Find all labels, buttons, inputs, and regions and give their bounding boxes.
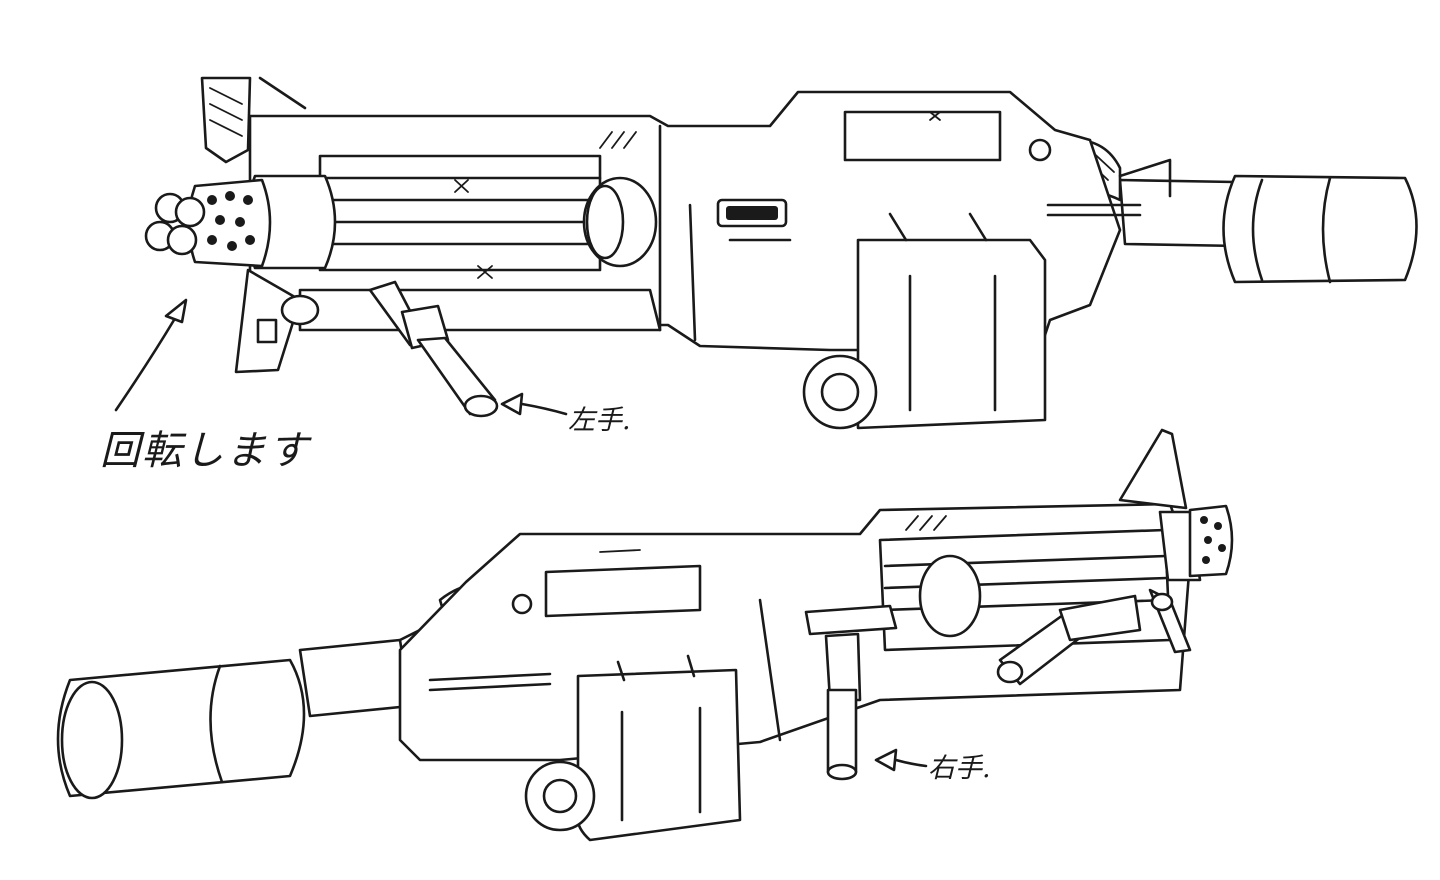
bottom-magazine <box>524 654 742 842</box>
top-left-grip <box>368 280 499 418</box>
sling-strap <box>200 76 307 164</box>
bottom-right-grip <box>804 604 898 781</box>
top-muzzle <box>144 174 337 270</box>
top-stock <box>1066 138 1418 284</box>
bottom-top-fin <box>1118 428 1188 510</box>
left-hand-annotation: 左手. <box>568 405 631 436</box>
top-magazine <box>802 212 1047 430</box>
annotation-leaders <box>114 298 928 772</box>
top-front-loop <box>234 268 320 374</box>
bottom-stock <box>56 583 512 800</box>
bottom-muzzle <box>1188 504 1234 578</box>
top-barrel-cluster <box>298 154 662 332</box>
bottom-front-loop <box>1148 588 1192 654</box>
bottom-gatling-view <box>56 428 1234 842</box>
bottom-lower-tube <box>996 594 1142 686</box>
right-hand-annotation: 右手. <box>928 753 991 784</box>
muzzle-dot-pattern <box>207 191 255 251</box>
top-gatling-view <box>144 76 1418 430</box>
rotates-annotation: 回転します <box>100 428 310 474</box>
